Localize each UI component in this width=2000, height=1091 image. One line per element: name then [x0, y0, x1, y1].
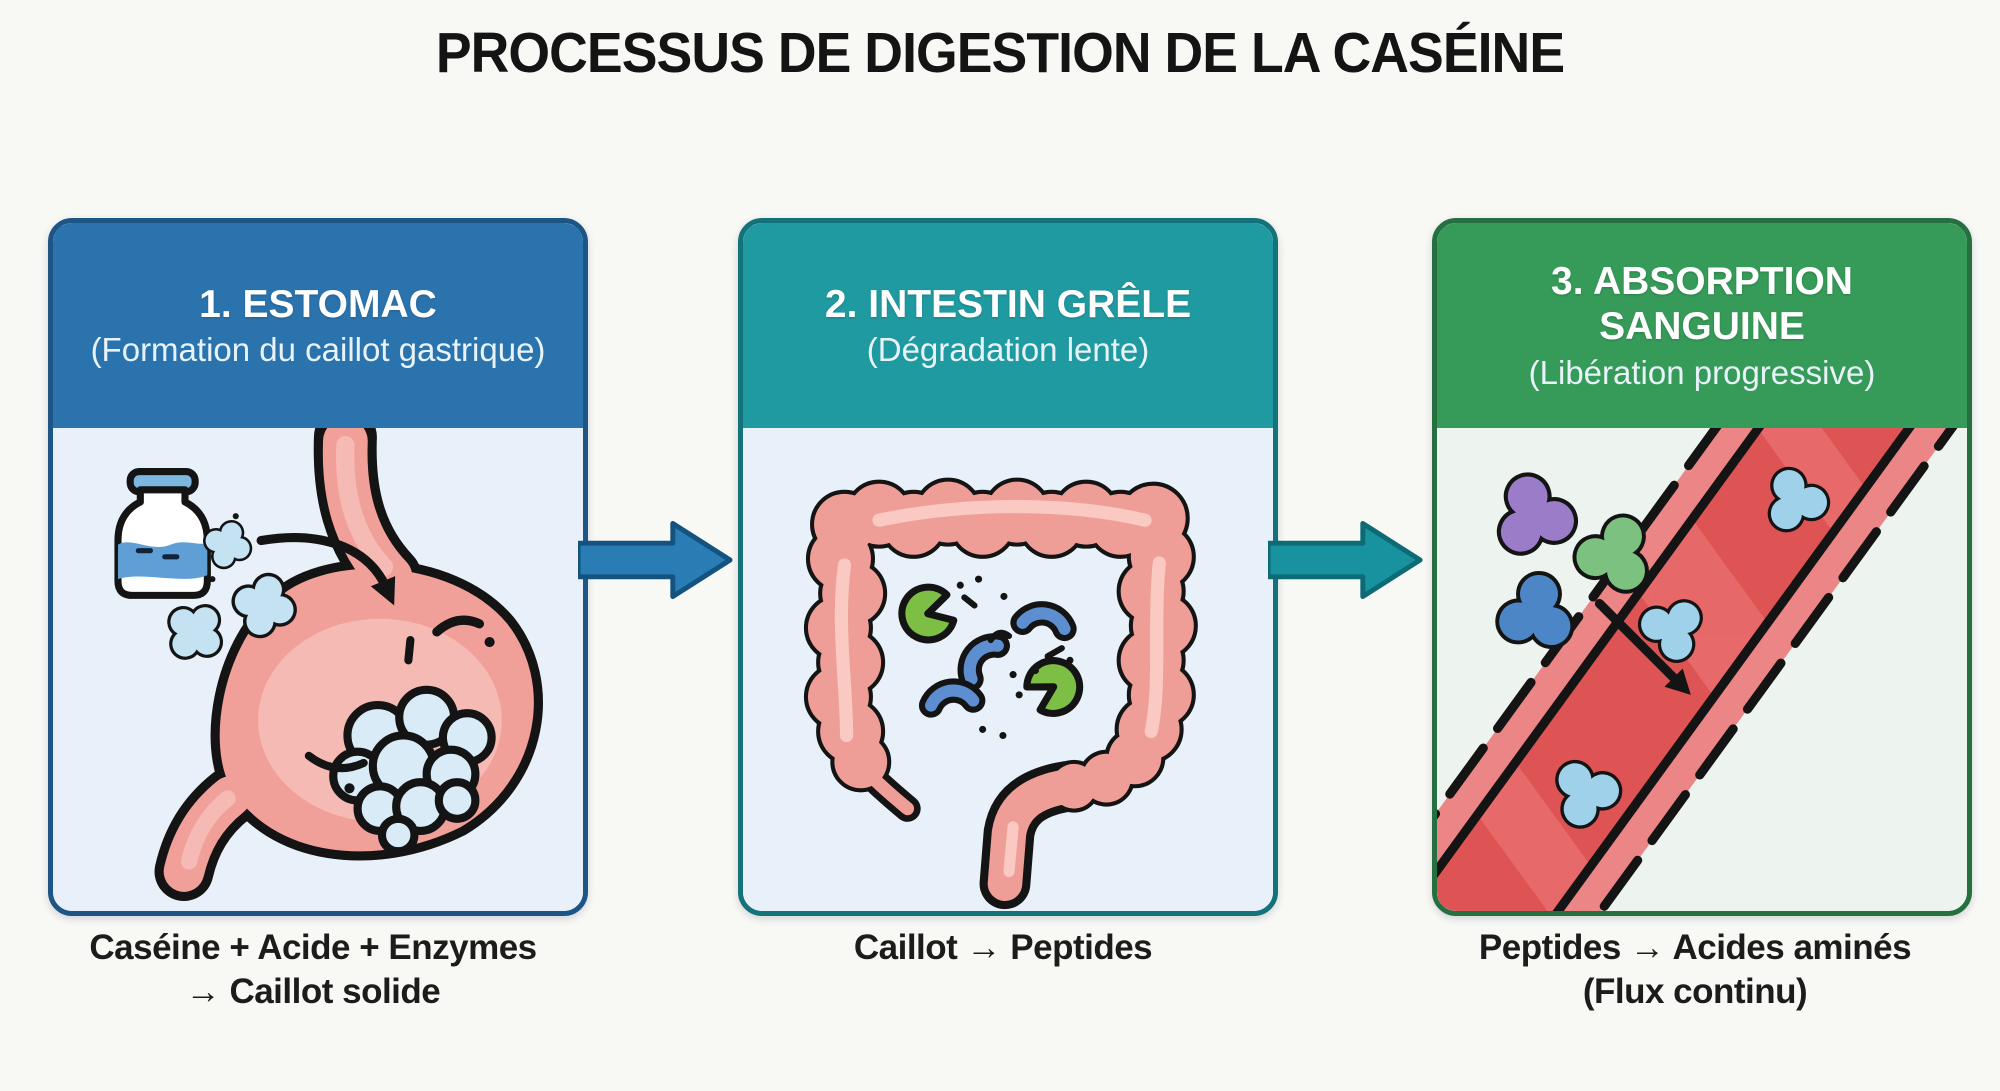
panel-intestin-subtitle: (Dégradation lente) — [866, 330, 1150, 368]
panel-absorption-sanguine: 3. ABSORPTION SANGUINE (Libération progr… — [1432, 218, 1972, 916]
into-stomach-arrow-icon — [256, 533, 396, 606]
panel-absorption-header: 3. ABSORPTION SANGUINE (Libération progr… — [1437, 223, 1967, 428]
panel-estomac-subtitle: (Formation du caillot gastrique) — [90, 330, 546, 368]
panel-estomac: 1. ESTOMAC (Formation du caillot gastriq… — [48, 218, 588, 916]
intestine-icon — [803, 477, 1198, 910]
casein-molecule-icons — [155, 513, 301, 672]
flow-arrow-1-icon — [578, 520, 733, 600]
page-title: PROCESSUS DE DIGESTION DE LA CASÉINE — [435, 21, 1565, 85]
caption-absorption-line1: Peptides → Acides aminés — [1478, 928, 1912, 967]
caption-estomac: Caséine + Acide + Enzymes → Caillot soli… — [3, 926, 623, 1014]
caption-estomac-line1: Caséine + Acide + Enzymes — [89, 928, 537, 967]
panel-intestin-header: 2. INTESTIN GRÊLE (Dégradation lente) — [743, 223, 1273, 428]
caption-intestin-line1: Caillot → Peptides — [853, 928, 1153, 967]
panel-intestin-title: 2. INTESTIN GRÊLE — [824, 282, 1192, 326]
milk-bottle-icon — [114, 467, 211, 599]
peptide-icons — [918, 601, 1077, 718]
panel-absorption-title: 3. ABSORPTION SANGUINE — [1551, 260, 1853, 349]
panel-estomac-header: 1. ESTOMAC (Formation du caillot gastriq… — [53, 223, 583, 428]
blood-vessel-illustration — [1437, 428, 1967, 911]
panel-estomac-body — [53, 428, 583, 911]
stomach-face-marks — [304, 615, 495, 794]
panel-absorption-body — [1437, 428, 1967, 911]
panel-absorption-subtitle: (Libération progressive) — [1528, 353, 1876, 391]
caption-absorption-line2: (Flux continu) — [1582, 971, 1808, 1011]
curd-clot-icon — [329, 685, 496, 856]
intestine-illustration — [803, 477, 1198, 910]
fragment-speck-icons — [956, 575, 1074, 740]
caption-estomac-line2: → Caillot solide — [185, 971, 441, 1011]
caption-absorption: Peptides → Acides aminés (Flux continu) — [1385, 926, 2000, 1014]
panel-intestin-grele: 2. INTESTIN GRÊLE (Dégradation lente) — [738, 218, 1278, 916]
flow-arrow-2-icon — [1268, 520, 1423, 600]
panel-estomac-title: 1. ESTOMAC — [199, 282, 437, 326]
absorption-arrow-icon — [1594, 598, 1691, 695]
panel-intestin-body — [743, 428, 1273, 911]
blood-vessel-icon — [1437, 428, 1967, 911]
caption-intestin: Caillot → Peptides — [693, 926, 1313, 970]
stomach-illustration — [114, 428, 543, 901]
